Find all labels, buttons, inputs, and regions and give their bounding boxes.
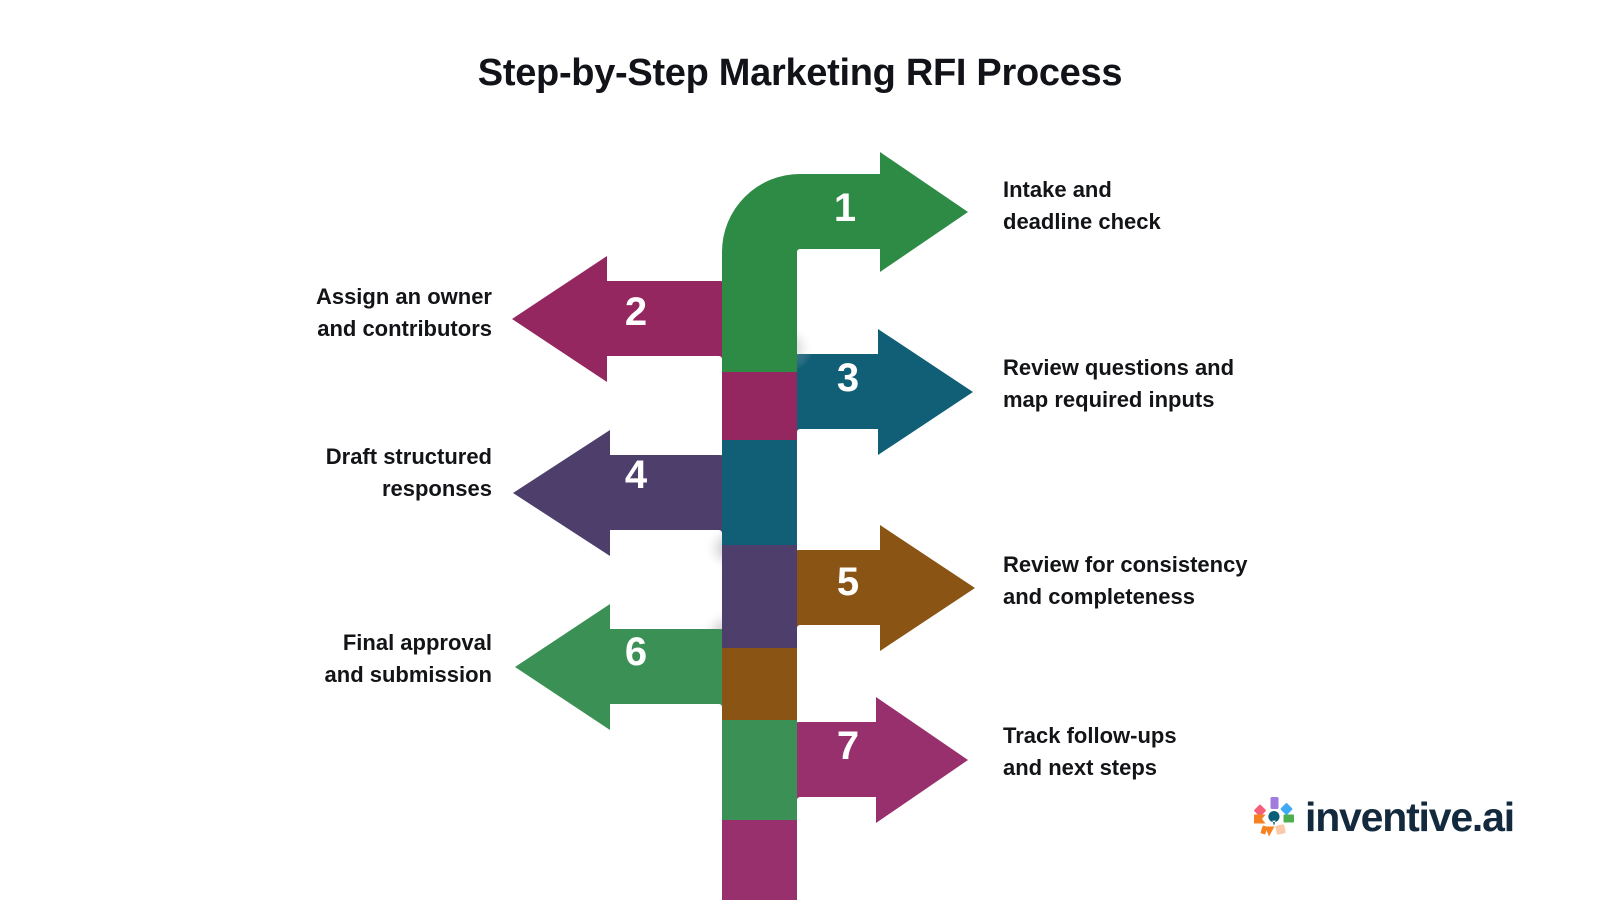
inventive-starburst-icon	[1252, 795, 1296, 839]
step-number-5: 5	[836, 560, 860, 604]
step-label-5: Review for consistency and completeness	[1003, 552, 1248, 609]
step-number-2: 2	[624, 290, 648, 334]
step-label-1: Intake and deadline check	[1003, 177, 1161, 234]
step-label-6: Final approval and submission	[324, 630, 492, 687]
inventive-ai-logo: inventive.ai	[1252, 793, 1515, 840]
step-number-7: 7	[836, 724, 860, 768]
logo-wordmark: inventive.ai	[1305, 793, 1515, 840]
page-title: Step-by-Step Marketing RFI Process	[477, 52, 1123, 94]
step-number-1: 1	[833, 186, 857, 230]
step-label-4: Draft structured responses	[325, 444, 492, 501]
step-number-3: 3	[836, 356, 860, 400]
step-label-7: Track follow-ups and next steps	[1003, 723, 1177, 780]
step-label-3: Review questions and map required inputs	[1003, 355, 1235, 412]
step-label-2: Assign an owner and contributors	[315, 284, 492, 341]
step-number-6: 6	[624, 630, 648, 674]
step-number-4: 4	[624, 453, 648, 497]
arrow-step-1	[722, 152, 968, 372]
